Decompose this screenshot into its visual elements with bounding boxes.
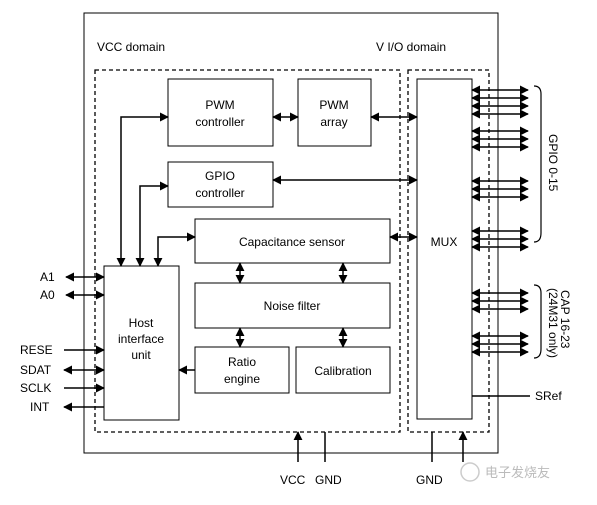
- mux-block: MUX: [416, 78, 473, 420]
- right-pin-lines: [471, 85, 530, 397]
- calibration-block: Calibration: [295, 346, 391, 394]
- host-interface-unit-block: Host interface unit: [103, 265, 180, 421]
- pin-vcc: VCC: [280, 473, 306, 487]
- watermark: 电子发烧友: [460, 462, 550, 482]
- pin-gnd-vio: GND: [416, 473, 443, 487]
- svg-text:Calibration: Calibration: [314, 364, 371, 378]
- svg-text:电子发烧友: 电子发烧友: [485, 465, 550, 481]
- svg-text:MUX: MUX: [431, 235, 458, 249]
- svg-text:PWM: PWM: [205, 98, 234, 112]
- svg-text:array: array: [320, 115, 347, 129]
- cap-label: CAP 16-23: [558, 290, 572, 349]
- pin-a0: A0: [40, 288, 55, 302]
- ratio-engine-block: Ratio engine: [194, 346, 290, 394]
- svg-text:unit: unit: [131, 348, 151, 362]
- sref-label: SRef: [535, 389, 562, 403]
- svg-text:engine: engine: [224, 372, 260, 386]
- vcc-domain-label: VCC domain: [97, 40, 165, 54]
- vio-domain-label: V I/O domain: [376, 40, 446, 54]
- svg-text:PWM: PWM: [319, 98, 348, 112]
- pin-sdat: SDAT: [20, 363, 52, 377]
- svg-text:Ratio: Ratio: [228, 355, 256, 369]
- pwm-controller-block: PWM controller: [167, 78, 274, 147]
- svg-text:controller: controller: [195, 115, 244, 129]
- gpio-brace: [533, 85, 542, 243]
- pin-sclk: SCLK: [20, 381, 51, 395]
- svg-text:interface: interface: [118, 332, 164, 346]
- connectors: [116, 112, 418, 375]
- svg-text:Noise filter: Noise filter: [264, 299, 321, 313]
- svg-text:GPIO: GPIO: [205, 169, 235, 183]
- vcc-domain-box: [94, 69, 401, 433]
- pin-int: INT: [30, 400, 50, 414]
- svg-text:Host: Host: [129, 316, 154, 330]
- pin-a1: A1: [40, 270, 55, 284]
- cap-brace: [533, 284, 542, 359]
- capacitance-sensor-block: Capacitance sensor: [194, 218, 391, 264]
- gpio-label: GPIO 0-15: [546, 134, 560, 192]
- bottom-pin-lines: [293, 431, 468, 462]
- svg-text:Capacitance sensor: Capacitance sensor: [239, 235, 345, 249]
- pwm-array-block: PWM array: [297, 78, 372, 147]
- left-pin-lines: [63, 272, 105, 412]
- cap-sublabel: (24M31 only): [546, 288, 560, 358]
- pin-rese: RESE: [20, 343, 53, 357]
- svg-text:controller: controller: [195, 186, 244, 200]
- gpio-controller-block: GPIO controller: [167, 161, 274, 208]
- noise-filter-block: Noise filter: [194, 282, 391, 329]
- pin-gnd: GND: [315, 473, 342, 487]
